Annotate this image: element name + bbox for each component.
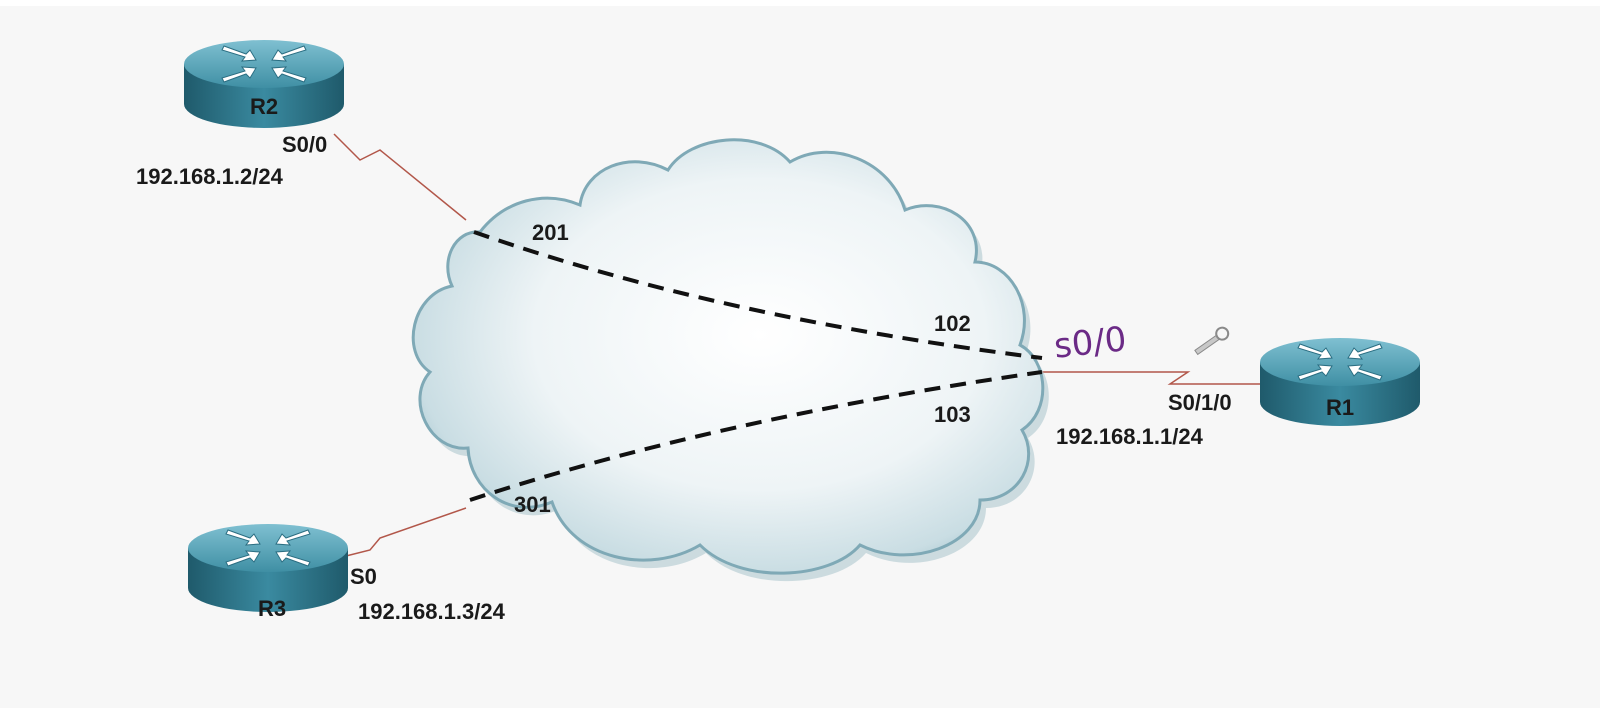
pvc-r1-r3 [469, 370, 1043, 502]
frame-relay-cloud [411, 138, 1049, 582]
ip-label-r2: 192.168.1.2/24 [136, 164, 283, 189]
interface-label-r2: S0/0 [282, 132, 328, 157]
serial-link-r3 [345, 507, 467, 557]
interface-label-r1: S0/1/0 [1168, 390, 1232, 415]
ip-label-r1: 192.168.1.1/24 [1056, 424, 1203, 449]
handwritten-annotation: s0/0 [1052, 319, 1129, 367]
dlci-201: 201 [532, 220, 569, 245]
interface-label-r3: S0 [350, 564, 377, 589]
router-name-r1: R1 [1326, 395, 1355, 420]
ip-label-r3: 192.168.1.3/24 [358, 599, 505, 624]
dlci-301: 301 [514, 492, 551, 517]
serial-link-r1 [1042, 371, 1262, 385]
key-cursor-icon [1194, 326, 1230, 356]
serial-link-r2 [333, 133, 467, 221]
dlci-103: 103 [934, 402, 971, 427]
pvc-r1-r2 [473, 230, 1043, 360]
top-strip [0, 0, 1600, 6]
router-name-r3: R3 [258, 596, 287, 621]
dlci-102: 102 [934, 311, 971, 336]
router-name-r2: R2 [250, 94, 279, 119]
